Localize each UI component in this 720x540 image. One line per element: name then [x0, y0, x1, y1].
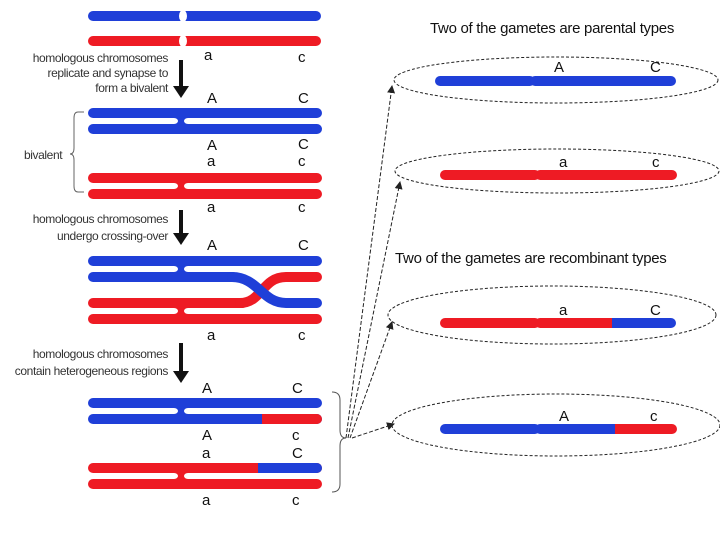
stage1-allele-a: a	[204, 47, 213, 64]
gamete-2-right-allele: c	[652, 154, 660, 171]
stage3-allele-C: C	[298, 237, 309, 254]
stage1-chromosomes	[88, 10, 321, 47]
step3-arrow	[173, 343, 189, 383]
step1-arrow	[173, 60, 189, 98]
gamete-1: A C	[393, 56, 719, 104]
stage1-red-chromosome	[88, 36, 321, 46]
gamete-2-left-allele: a	[559, 154, 568, 171]
bivalent-bracket	[69, 111, 84, 193]
arrow-to-gamete-4	[351, 422, 395, 439]
stage4-allele-a-top: a	[202, 445, 211, 462]
stage4-bracket	[331, 391, 347, 493]
gamete-1-left-allele: A	[554, 59, 564, 76]
gamete-2: a c	[394, 148, 720, 194]
bivalent-label: bivalent	[24, 148, 63, 162]
stage2-allele-c-top: c	[298, 153, 306, 170]
gamete-3-left-allele: a	[559, 302, 568, 319]
step2-caption: homologous chromosomes undergo crossing-…	[33, 212, 169, 243]
stage4-allele-A-top: A	[202, 380, 212, 397]
stage2-allele-A-bottom: A	[207, 137, 217, 154]
step1-line3: form a bivalent	[95, 81, 169, 95]
stage2-allele-C-top: C	[298, 90, 309, 107]
stage4-blue-chromatids	[88, 398, 322, 424]
step1-line1: homologous chromosomes	[33, 51, 169, 65]
arrow-to-gamete-1	[345, 85, 396, 439]
stage2-blue-chromatids	[88, 108, 322, 134]
stage4-allele-c-top: c	[292, 427, 300, 444]
stage4-allele-a-bottom: a	[202, 492, 211, 509]
parental-heading: Two of the gametes are parental types	[430, 20, 674, 37]
stage1-red-centromere	[179, 35, 187, 47]
step3-line2: contain heterogeneous regions	[15, 364, 169, 378]
stage4-allele-C-bottom: C	[292, 445, 303, 462]
stage3-allele-a: a	[207, 327, 216, 344]
stage2-allele-a-top: a	[207, 153, 216, 170]
stage1-blue-chromosome	[88, 11, 321, 21]
step3-caption: homologous chromosomes contain heterogen…	[15, 347, 169, 378]
stage4-allele-C-top: C	[292, 380, 303, 397]
stage4-allele-A-bottom: A	[202, 427, 212, 444]
stage3-crossover-chromatids	[88, 256, 322, 324]
gamete-4-left-allele: A	[559, 408, 569, 425]
stage2-allele-c-bottom: c	[298, 199, 306, 216]
step2-arrow	[173, 210, 189, 245]
step2-line2: undergo crossing-over	[57, 229, 168, 243]
stage4-allele-c-bottom: c	[292, 492, 300, 509]
recombinant-heading: Two of the gametes are recombinant types	[395, 250, 666, 267]
stage1-allele-c: c	[298, 49, 306, 66]
step3-line1: homologous chromosomes	[33, 347, 169, 361]
stage4-red-chromatids	[88, 463, 322, 489]
step2-line1: homologous chromosomes	[33, 212, 169, 226]
step1-caption: homologous chromosomes replicate and syn…	[33, 51, 170, 95]
gamete-1-right-allele: C	[650, 59, 661, 76]
gamete-4-right-allele: c	[650, 408, 658, 425]
stage3-allele-A: A	[207, 237, 217, 254]
step1-line2: replicate and synapse to	[48, 66, 169, 80]
arrow-to-gamete-3	[349, 321, 394, 439]
gamete-3-right-allele: C	[650, 302, 661, 319]
gamete-3: a C	[387, 285, 717, 345]
stage1-blue-centromere	[179, 10, 187, 22]
arrow-to-gamete-2	[347, 181, 403, 439]
gamete-arrows	[345, 85, 403, 439]
stage2-allele-a-bottom: a	[207, 199, 216, 216]
stage2-allele-C-bottom: C	[298, 136, 309, 153]
gamete-4: A c	[391, 393, 720, 457]
stage2-allele-A-top: A	[207, 90, 217, 107]
stage3-allele-c: c	[298, 327, 306, 344]
stage2-red-chromatids	[88, 173, 322, 199]
